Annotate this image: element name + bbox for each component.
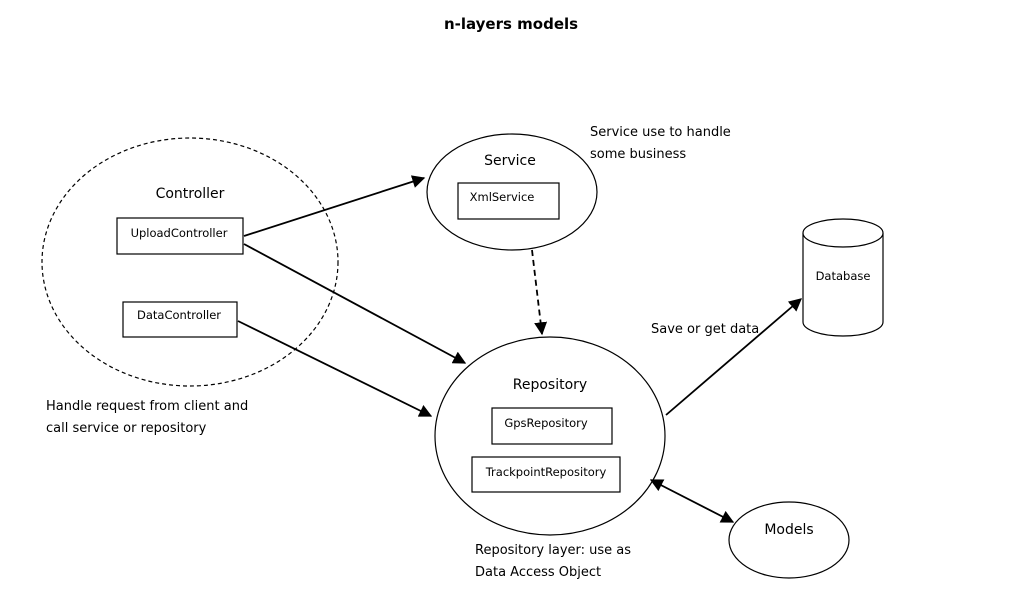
save-or-get-data-label: Save or get data — [651, 322, 759, 337]
repository-note-line-2: Data Access Object — [475, 565, 601, 580]
database-label: Database — [816, 269, 871, 283]
upload-to-service-arrow — [243, 175, 426, 237]
xml-service-box: XmlService — [457, 182, 560, 220]
repository-label: Repository — [513, 377, 587, 393]
upload-controller-label: UploadController — [131, 226, 228, 240]
controller-label: Controller — [156, 186, 225, 202]
trackpoint-repository-label: TrackpointRepository — [485, 465, 607, 479]
database-cylinder: Database — [802, 218, 884, 337]
data-controller-to-repository-arrow — [237, 320, 433, 417]
repository-to-database-arrow — [665, 298, 802, 416]
service-label: Service — [484, 153, 536, 169]
data-controller-box: DataController — [122, 301, 238, 338]
service-note-line-1: Service use to handle — [590, 125, 731, 140]
upload-to-repository-arrow — [243, 243, 467, 364]
service-to-repository-dashed-arrow — [531, 249, 548, 336]
service-layer: Service XmlService — [426, 133, 598, 251]
repository-note-line-1: Repository layer: use as — [475, 543, 631, 558]
diagram-title: n-layers models — [444, 15, 578, 33]
gps-repository-label: GpsRepository — [504, 416, 588, 430]
gps-repository-box: GpsRepository — [491, 407, 613, 445]
xml-service-label: XmlService — [470, 190, 535, 204]
trackpoint-repository-box: TrackpointRepository — [471, 456, 621, 493]
repository-models-bidirectional-arrow — [649, 479, 735, 523]
upload-controller-box: UploadController — [116, 217, 244, 255]
controller-layer: Controller UploadController DataControll… — [41, 137, 339, 387]
controller-note-line-1: Handle request from client and — [46, 399, 248, 414]
repository-layer: Repository GpsRepository TrackpointRepos… — [434, 336, 666, 536]
models-node: Models — [728, 501, 850, 579]
data-controller-label: DataController — [137, 308, 221, 322]
service-note-line-2: some business — [590, 147, 686, 162]
models-label: Models — [764, 522, 813, 538]
controller-note-line-2: call service or repository — [46, 421, 207, 436]
